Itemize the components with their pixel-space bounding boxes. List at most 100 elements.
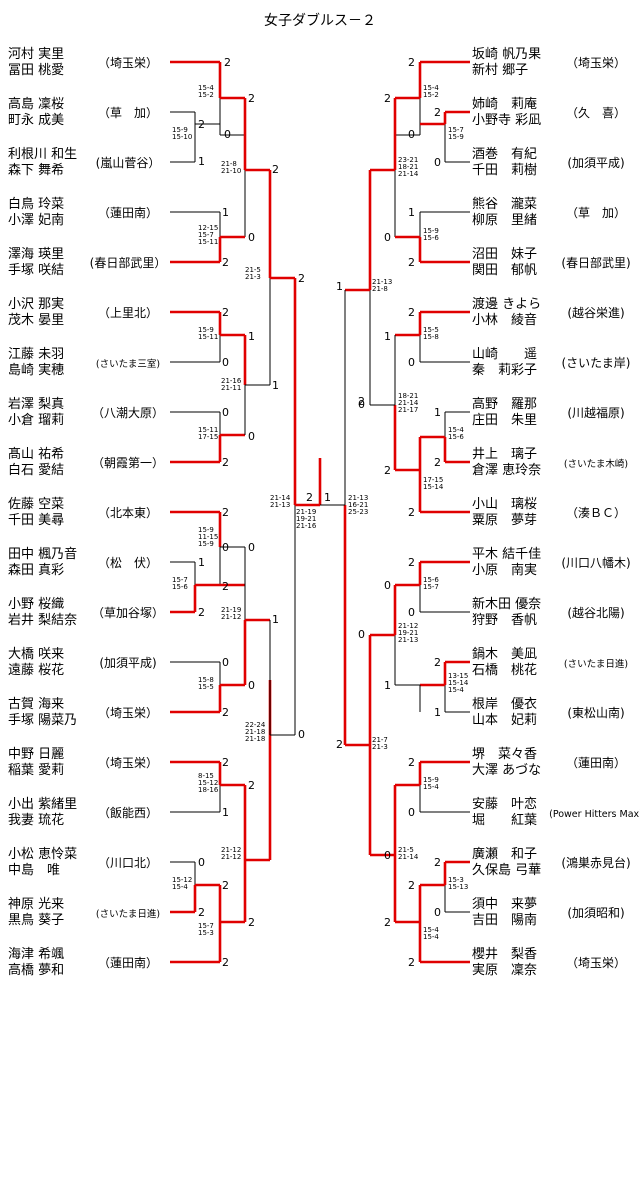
school-name: （埼玉栄）	[98, 706, 158, 720]
player-name: 河村 実里	[8, 46, 64, 62]
set-count: 2	[408, 756, 415, 769]
player-name: 久保島 弓華	[472, 863, 541, 878]
school-name: (川越福原)	[567, 405, 624, 420]
set-count: 0	[434, 906, 441, 919]
match-score: 15-6	[423, 234, 439, 242]
school-name: (Power Hitters Max)	[549, 809, 640, 820]
player-name: 井上 璃子	[472, 447, 537, 462]
school-name: （草 加）	[566, 206, 626, 220]
school-name: （草 加）	[98, 106, 158, 120]
set-count: 2	[408, 56, 415, 69]
school-name: （蓮田南）	[566, 755, 626, 770]
match-score: 15-9	[172, 126, 188, 134]
set-count: 1	[324, 491, 331, 504]
player-name: 熊谷 瀧菜	[472, 196, 537, 212]
set-count: 0	[222, 656, 229, 669]
school-name: （埼玉栄）	[98, 56, 158, 70]
set-count: 2	[198, 118, 205, 131]
set-count: 2	[222, 756, 229, 769]
player-name: 高島 凜桜	[8, 96, 64, 112]
match-score: 15-12	[172, 876, 192, 884]
player-name: 吉田 陽南	[472, 912, 537, 928]
bracket-lines	[170, 60, 470, 964]
player-name: 手塚 咲結	[8, 262, 64, 278]
match-score: 21-13	[372, 278, 392, 286]
match-score: 21-16	[296, 522, 317, 530]
set-count: 2	[384, 916, 391, 929]
player-name: 古賀 海来	[8, 697, 64, 712]
set-count: 2	[222, 506, 229, 519]
school-name: (川口八幡木)	[561, 555, 630, 570]
school-name: (さいたま木崎)	[564, 458, 628, 470]
match-score: 13-15	[448, 672, 468, 680]
player-name: 岩井 梨結奈	[8, 613, 77, 628]
player-name: 白鳥 玲菜	[8, 196, 64, 212]
match-score: 21-14	[398, 853, 419, 861]
match-score: 21-16	[221, 377, 242, 385]
player-name: 小林 綾音	[472, 312, 537, 328]
player-name: 小出 紫緒里	[8, 797, 77, 812]
match-score: 21-8	[372, 285, 388, 293]
set-count: 2	[336, 738, 343, 751]
page-title: 女子ダブルス－２	[264, 13, 376, 29]
school-name: （草加谷塚）	[92, 606, 164, 620]
match-score: 18-21	[398, 163, 418, 171]
player-name: 遠藤 桜花	[8, 662, 64, 678]
player-name: 倉澤 恵玲奈	[472, 463, 541, 478]
set-count: 2	[434, 656, 441, 669]
player-name: 廣瀬 和子	[472, 847, 537, 862]
set-count: 2	[222, 580, 229, 593]
match-score: 15-4	[423, 783, 439, 791]
match-score: 15-11	[198, 426, 218, 434]
set-count: 2	[298, 272, 305, 285]
match-score: 15-4	[423, 933, 439, 941]
school-name: (越谷北陽)	[567, 606, 624, 620]
set-count: 1	[272, 379, 279, 392]
set-count: 1	[222, 806, 229, 819]
school-name: （飯能西）	[98, 805, 158, 820]
set-count: 0	[248, 430, 255, 443]
match-score: 15-10	[172, 133, 192, 141]
match-score: 21-3	[372, 743, 388, 751]
school-name: （北本東）	[98, 506, 158, 520]
match-score: 18-21	[398, 392, 418, 400]
player-name: 小野 桜織	[8, 597, 64, 612]
set-count: 0	[248, 541, 255, 554]
set-count: 2	[224, 56, 231, 69]
set-count: 1	[248, 330, 255, 343]
set-count: 2	[384, 464, 391, 477]
school-name: （川口北）	[98, 856, 158, 870]
match-score: 21-19	[221, 606, 241, 614]
match-score: 15-9	[198, 326, 214, 334]
set-count: 0	[198, 856, 205, 869]
set-count: 2	[408, 879, 415, 892]
set-count: 2	[198, 606, 205, 619]
match-score: 21-7	[372, 736, 388, 744]
match-score: 21-12	[221, 846, 241, 854]
match-score: 15-14	[423, 483, 444, 491]
school-name: （蓮田南）	[98, 955, 158, 970]
player-name: 我妻 琉花	[8, 812, 64, 828]
school-name: （埼玉栄）	[566, 956, 626, 970]
player-name: 高野 羅那	[472, 396, 537, 412]
set-count: 1	[198, 556, 205, 569]
player-name: 櫻井 梨香	[472, 947, 537, 962]
player-name: 坂崎 帆乃果	[472, 47, 541, 62]
match-score: 15-12	[198, 779, 218, 787]
school-name: (さいたま岸)	[561, 356, 630, 370]
player-name: 澤海 瑛里	[8, 247, 64, 262]
player-name: 渡邊 きよら	[472, 296, 541, 312]
set-count: 1	[434, 706, 441, 719]
player-name: 中島 唯	[8, 863, 60, 878]
school-name: (加須平成)	[567, 156, 624, 170]
match-score: 15-8	[198, 676, 214, 684]
match-score: 15-4	[448, 426, 464, 434]
school-name: （埼玉栄）	[98, 756, 158, 770]
set-count: 1	[384, 679, 391, 692]
set-count: 0	[408, 806, 415, 819]
match-score: 15-6	[423, 576, 439, 584]
school-name: （久 喜）	[566, 106, 626, 120]
player-name: 柳原 里緒	[472, 213, 537, 228]
player-name: 利根川 和生	[8, 147, 77, 162]
match-score: 15-4	[198, 84, 214, 92]
